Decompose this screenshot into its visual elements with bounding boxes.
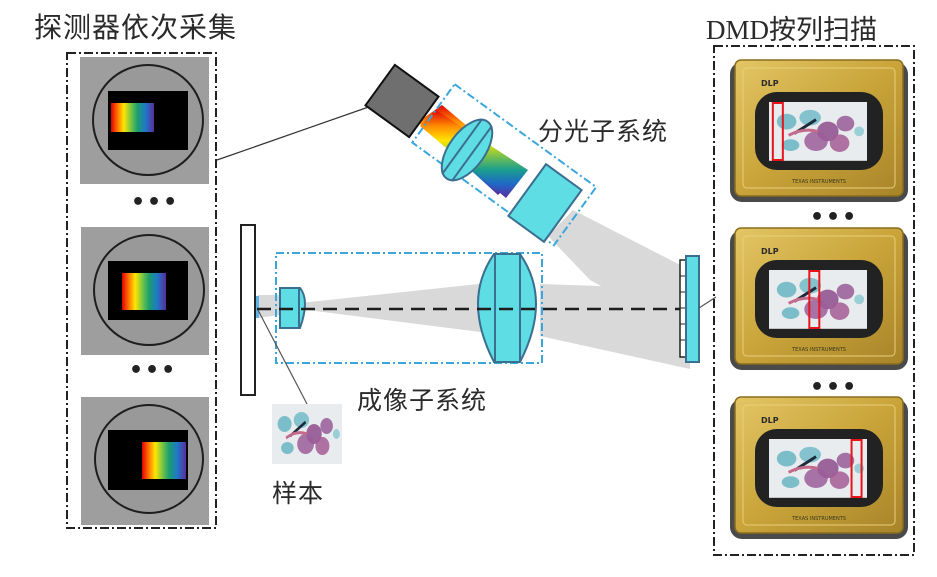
spectral-subsystem-box — [410, 82, 598, 247]
scan-column-marker — [771, 102, 784, 161]
spectrum-strip — [122, 273, 166, 310]
dmd-title-cjk: 按列扫描 — [769, 15, 878, 46]
imaging-subsystem-label: 成像子系统 — [357, 386, 488, 415]
detector-panel-border — [66, 52, 217, 529]
spectrum-strip — [111, 103, 154, 132]
sample-spot — [256, 296, 259, 318]
dmd-connector-line — [698, 296, 717, 309]
ellipsis-detector-2: ••• — [129, 358, 178, 383]
dlp-logo: DLP — [761, 247, 779, 256]
dmd-title-latin: DMD — [706, 15, 770, 45]
dmd-sample-image — [767, 268, 869, 331]
spectrum-strip — [142, 442, 186, 479]
maker-label: TEXAS INSTRUMENTS — [791, 347, 846, 353]
light-beams — [258, 210, 690, 369]
scan-column-marker — [808, 270, 821, 329]
detector-panel-title: 探测器依次采集 — [34, 11, 238, 44]
connector-line — [216, 102, 381, 161]
spectral-grating — [506, 162, 584, 244]
maker-label: TEXAS INSTRUMENTS — [791, 179, 846, 185]
maker-label: TEXAS INSTRUMENTS — [791, 516, 846, 522]
ellipsis-detector-1: ••• — [131, 190, 180, 215]
dmd-frame-3: DLP TEXAS INSTRUMENTS — [730, 396, 908, 539]
dmd-panel-title: DMD按列扫描 — [706, 8, 877, 47]
scan-column-marker — [850, 439, 863, 498]
detector-camera — [364, 63, 440, 139]
sample-image — [270, 402, 344, 466]
dmd-frame-2: DLP TEXAS INSTRUMENTS — [730, 227, 908, 370]
ellipsis-dmd-2: ••• — [810, 375, 859, 400]
detector-frame-3 — [81, 397, 209, 525]
dlp-logo: DLP — [761, 416, 779, 425]
spectral-lens — [440, 118, 494, 182]
detector-frame-1 — [80, 57, 209, 184]
dmd-panel-border — [713, 45, 915, 556]
detector-frame-2 — [81, 227, 209, 355]
dlp-logo: DLP — [761, 79, 779, 88]
imaging-subsystem-box — [275, 252, 543, 364]
sample-slide — [240, 224, 256, 396]
dmd-frame-1: DLP TEXAS INSTRUMENTS — [730, 59, 908, 202]
dmd-mirror — [679, 255, 700, 363]
sample-label: 样本 — [272, 479, 325, 508]
sample-pointer-line — [257, 309, 308, 405]
spectral-subsystem-label: 分光子系统 — [538, 117, 669, 146]
ellipsis-dmd-1: ••• — [810, 205, 859, 230]
